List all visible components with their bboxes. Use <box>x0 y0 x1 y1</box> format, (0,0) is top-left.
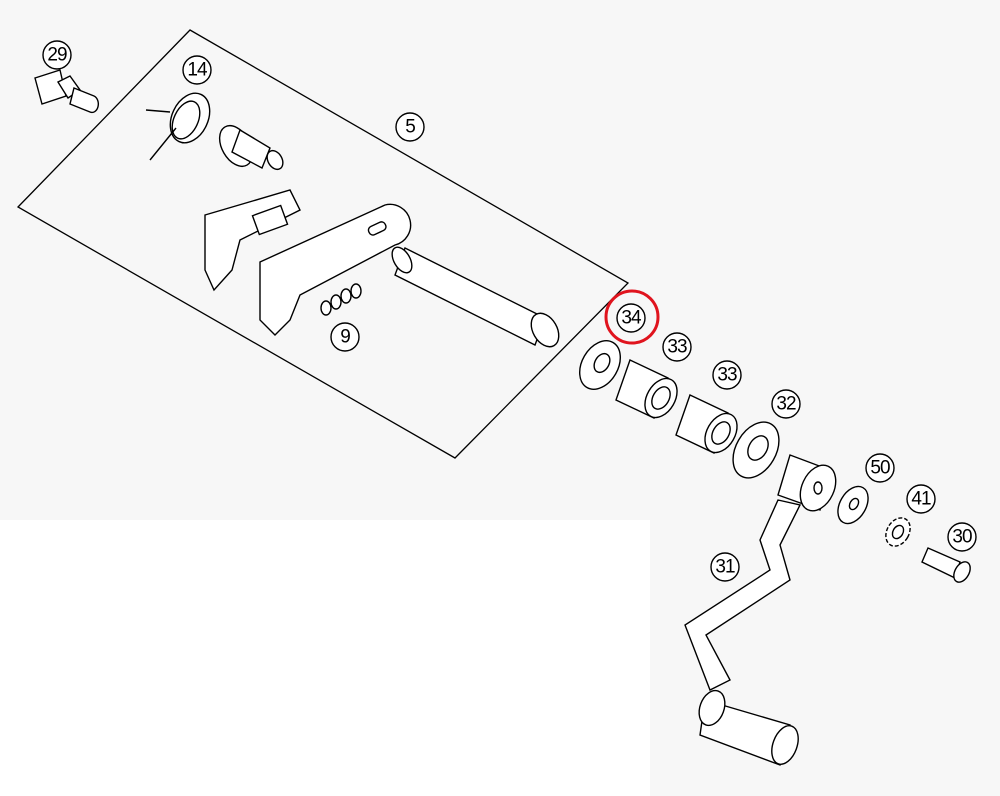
plate-a-slot <box>251 204 289 236</box>
part-plate-b[interactable] <box>259 203 412 336</box>
part-31-kick-lever[interactable] <box>684 454 843 768</box>
callout-33[interactable]: 33 <box>712 360 742 390</box>
highlight-ring <box>604 289 660 345</box>
svg-text:30: 30 <box>952 527 972 548</box>
assembly-5-outline <box>16 29 630 459</box>
part-50-washer[interactable] <box>832 481 875 529</box>
svg-text:50: 50 <box>870 458 890 479</box>
callout-32[interactable]: 32 <box>771 389 801 419</box>
svg-text:9: 9 <box>340 327 350 348</box>
part-9-rings[interactable] <box>320 283 362 316</box>
callout-31[interactable]: 31 <box>710 552 740 582</box>
part-34-washer[interactable] <box>571 333 628 396</box>
plate-b-slot <box>367 221 387 236</box>
assembly-pin[interactable] <box>213 120 286 172</box>
svg-text:14: 14 <box>187 60 208 81</box>
part-41-lock-washer[interactable] <box>881 514 915 551</box>
part-29-bolt[interactable] <box>34 69 99 114</box>
callout-29[interactable]: 29 <box>42 40 72 70</box>
callout-41[interactable]: 41 <box>906 484 936 514</box>
svg-text:34: 34 <box>621 308 642 329</box>
kick-shaft[interactable] <box>388 244 564 352</box>
callout-34[interactable]: 34 <box>604 289 660 345</box>
callout-9[interactable]: 9 <box>330 322 360 352</box>
svg-text:32: 32 <box>776 394 796 415</box>
part-33-bushing-2[interactable] <box>675 394 744 458</box>
svg-text:31: 31 <box>715 557 735 578</box>
callout-14[interactable]: 14 <box>182 55 212 85</box>
callout-33[interactable]: 33 <box>662 332 692 362</box>
part-14-spring[interactable] <box>145 87 217 161</box>
svg-text:41: 41 <box>911 489 931 510</box>
callout-50[interactable]: 50 <box>865 453 895 483</box>
upper-background <box>0 0 1000 520</box>
svg-text:29: 29 <box>47 45 67 66</box>
part-33-bushing-1[interactable] <box>615 359 684 423</box>
svg-text:33: 33 <box>717 365 737 386</box>
part-32-washer[interactable] <box>724 414 789 486</box>
part-30-bolt[interactable] <box>921 547 974 585</box>
svg-text:33: 33 <box>667 337 687 358</box>
svg-text:5: 5 <box>405 117 415 138</box>
callout-30[interactable]: 30 <box>947 522 977 552</box>
callout-5[interactable]: 5 <box>395 112 425 142</box>
